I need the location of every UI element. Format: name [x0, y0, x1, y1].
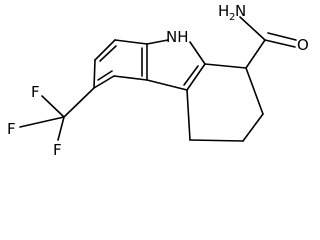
- bond-n9-c9a: [189, 41, 206, 65]
- benzene-ring: [93, 39, 148, 89]
- bond-c9a-c1: [204, 63, 247, 69]
- bond-c6-c7: [93, 59, 96, 89]
- pyrrole-ring: [146, 39, 206, 91]
- bond-c4-c4b: [186, 89, 191, 141]
- bond-c5-c6: [93, 75, 115, 89]
- amide-n-label: N: [235, 2, 246, 20]
- bond-camide-n: [239, 16, 266, 41]
- bond-ccf3-fleft: [19, 116, 65, 128]
- bond-camide-o-1: [264, 39, 296, 48]
- bond-c4b-c4a: [146, 79, 188, 91]
- bond-c4a-c5: [113, 75, 148, 81]
- bond-c2-c3: [242, 113, 264, 142]
- fluorine-bottom-label: F: [53, 141, 62, 155]
- fluorine-top-label: F: [31, 83, 40, 101]
- fluorine-left-label: F: [7, 120, 16, 138]
- amide-h-subscript: 2: [229, 12, 235, 23]
- bond-ccf3-fbottom: [57, 116, 65, 141]
- carbonyl-o-label: O: [297, 36, 309, 54]
- bond-c6-ccf3: [63, 87, 95, 118]
- bond-c8a-n9: [146, 39, 169, 45]
- cyclohexene-ring: [186, 63, 264, 142]
- trifluoromethyl-group: [19, 87, 95, 141]
- bond-inner-1: [97, 70, 113, 81]
- bond-camide-o-2: [267, 32, 297, 41]
- amide-h-label: H: [218, 2, 229, 20]
- bond-c1-camide: [245, 39, 266, 69]
- bond-c3-c4: [189, 139, 244, 142]
- bond-ccf3-ftop: [41, 95, 65, 118]
- bond-c7-c8: [94, 39, 116, 61]
- molecule-diagram: NH H 2 N O F F F: [7, 2, 309, 155]
- nh-label: NH: [166, 28, 189, 46]
- bond-inner-2: [99, 45, 117, 62]
- bond-c8-c8a: [114, 39, 148, 45]
- bond-c9a-c4b: [186, 63, 206, 91]
- bond-c1-c2: [245, 67, 264, 115]
- bond-inner-4: [183, 65, 199, 86]
- carboxamide-group: [239, 16, 297, 69]
